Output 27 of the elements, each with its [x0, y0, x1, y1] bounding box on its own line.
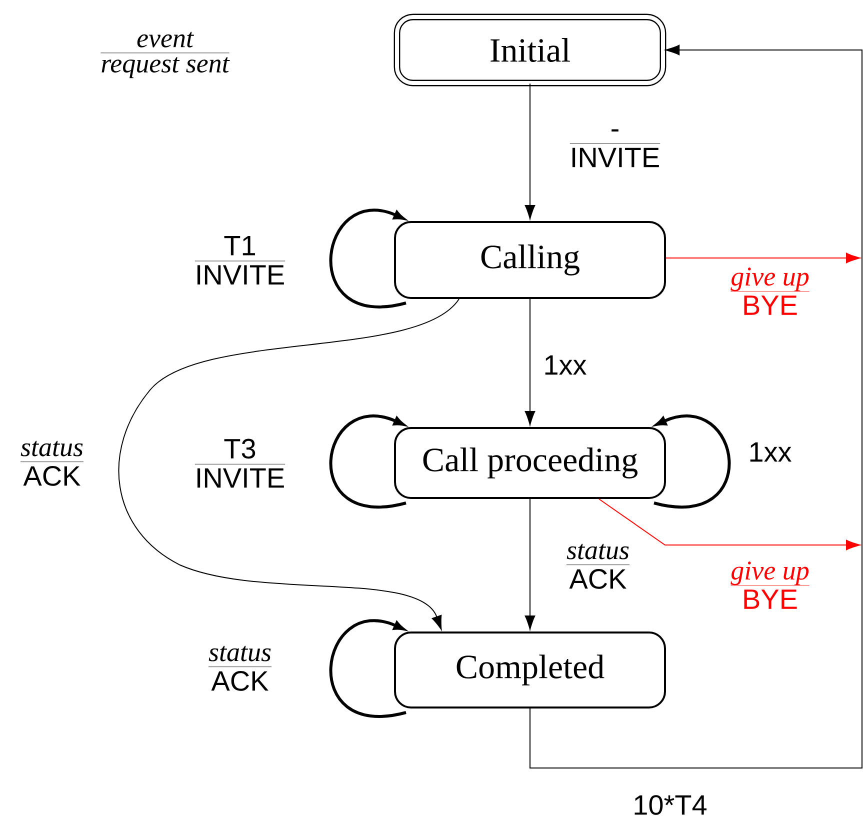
arrow	[329, 414, 406, 508]
state-box: Calling	[394, 221, 666, 299]
edge-label: 10*T4	[632, 794, 708, 816]
arrow	[654, 414, 731, 508]
arrow	[598, 498, 860, 550]
arrow	[118, 298, 460, 630]
edge-label: give up BYE	[730, 266, 810, 320]
edge-label: 1xx	[542, 354, 588, 376]
key-label: event request sent	[100, 32, 230, 78]
arrow	[666, 252, 860, 264]
arrow	[524, 498, 536, 630]
edge-label: T3 INVITE	[194, 438, 286, 492]
arrow	[329, 619, 406, 718]
state-box: Initial	[394, 14, 666, 86]
state-box: Call proceeding	[394, 427, 666, 499]
state-box: Completed	[394, 632, 666, 708]
edge-label: 1xx	[747, 441, 793, 463]
arrow	[530, 44, 862, 768]
edge-label: T1 INVITE	[194, 234, 286, 290]
edge-label: status ACK	[20, 440, 84, 490]
edge-label: status ACK	[208, 644, 273, 696]
edge-label: give up BYE	[730, 560, 810, 614]
edge-label: - INVITE	[568, 128, 662, 172]
arrow	[329, 208, 406, 308]
arrow	[524, 298, 536, 426]
edge-label: status ACK	[566, 542, 631, 594]
arrow	[524, 83, 536, 220]
